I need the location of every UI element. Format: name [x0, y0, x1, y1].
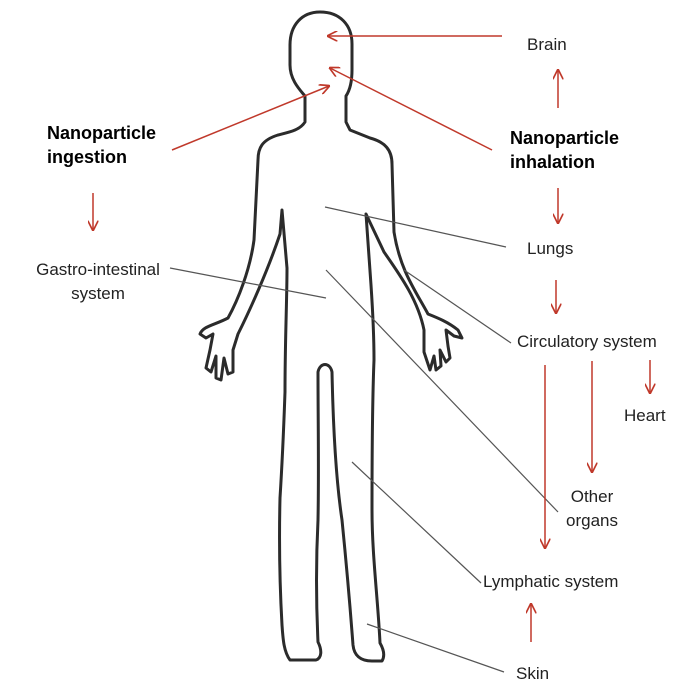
- label-nanoparticle-inhalation: Nanoparticle inhalation: [510, 126, 619, 174]
- label-other-organs: Other organs: [555, 485, 629, 533]
- label-gastro-intestinal-system: Gastro-intestinal system: [18, 258, 178, 306]
- label-other-line1: Other: [555, 485, 629, 509]
- leader-line-skin: [367, 624, 504, 672]
- label-circulatory-system: Circulatory system: [517, 330, 657, 354]
- arrow-inhalation-to-head: [330, 68, 492, 150]
- label-lungs: Lungs: [527, 237, 573, 261]
- label-skin: Skin: [516, 662, 549, 686]
- label-brain: Brain: [527, 33, 567, 57]
- leader-line-other-organs: [326, 270, 558, 512]
- label-heart: Heart: [624, 404, 666, 428]
- leader-line-lungs: [325, 207, 506, 247]
- label-inhalation-line2: inhalation: [510, 150, 619, 174]
- label-gi-line1: Gastro-intestinal: [18, 258, 178, 282]
- label-gi-line2: system: [18, 282, 178, 306]
- leader-lines: [170, 207, 558, 672]
- label-nanoparticle-ingestion: Nanoparticle ingestion: [47, 121, 156, 169]
- label-inhalation-line1: Nanoparticle: [510, 126, 619, 150]
- label-ingestion-line2: ingestion: [47, 145, 156, 169]
- label-ingestion-line1: Nanoparticle: [47, 121, 156, 145]
- human-body-outline: [200, 12, 462, 661]
- label-other-line2: organs: [555, 509, 629, 533]
- label-lymphatic-system: Lymphatic system: [483, 570, 618, 594]
